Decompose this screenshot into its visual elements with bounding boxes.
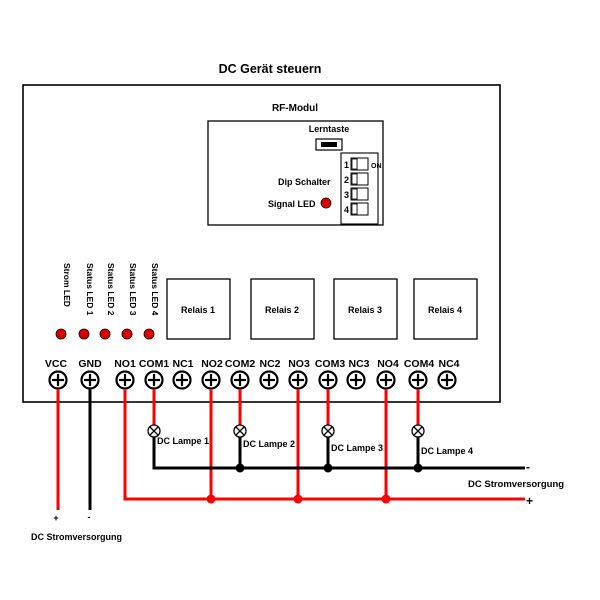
led-label-4: Status LED 3 <box>128 263 138 316</box>
lamp-4 <box>411 424 425 438</box>
relay-label: Relais 4 <box>428 305 462 315</box>
positive-junction-no3 <box>293 494 303 504</box>
led-label-5: Status LED 4 <box>150 263 160 316</box>
signal-led-label: Signal LED <box>268 199 316 209</box>
terminal-com1 <box>144 370 164 390</box>
terminal-label-nc3: NC3 <box>348 358 369 370</box>
lamp-3 <box>321 424 335 438</box>
terminal-no1 <box>115 370 135 390</box>
positive-bus-wire <box>123 389 525 501</box>
terminal-gnd <box>80 370 100 390</box>
status-led-1 <box>78 328 90 340</box>
lamp-label: DC Lampe 2 <box>243 439 295 449</box>
relay-label: Relais 3 <box>348 305 382 315</box>
learn-button <box>315 138 343 151</box>
power-led <box>55 328 67 340</box>
terminal-label-com2: COM2 <box>225 358 255 370</box>
lamp-1 <box>147 424 161 438</box>
power-left-label: DC Stromversorgung <box>31 532 122 542</box>
terminal-nc4 <box>437 370 457 390</box>
terminal-no4 <box>376 370 396 390</box>
dip-switch: 1 2 3 4 <box>340 152 379 225</box>
terminal-com2 <box>230 370 250 390</box>
dip-switch-1: 1 <box>344 157 369 171</box>
dip-switch-number: 2 <box>344 175 349 185</box>
terminal-label-nc4: NC4 <box>438 358 459 370</box>
relay-2: Relais 2 <box>250 278 315 340</box>
terminal-label-vcc: VCC <box>45 358 68 370</box>
terminal-no2 <box>201 370 221 390</box>
terminal-com4 <box>408 370 428 390</box>
power-right-plus: + <box>526 494 533 508</box>
status-led-4 <box>143 328 155 340</box>
rf-module-title: RF-Modul <box>272 103 318 114</box>
dip-switch-2: 2 <box>344 172 369 186</box>
terminal-label-com1: COM1 <box>139 358 169 370</box>
relay-4: Relais 4 <box>413 278 478 340</box>
terminal-label-com3: COM3 <box>315 358 345 370</box>
led-label-1: Strom LED <box>62 263 72 307</box>
dip-switch-label: Dip Schalter <box>278 177 331 187</box>
positive-junction-no2 <box>206 494 216 504</box>
dip-switch-number: 3 <box>344 190 349 200</box>
status-led-2 <box>99 328 111 340</box>
led-label-3: Status LED 2 <box>106 263 116 316</box>
relay-1: Relais 1 <box>166 278 231 340</box>
terminal-nc2 <box>259 370 279 390</box>
terminal-com3 <box>318 370 338 390</box>
terminal-label-com4: COM4 <box>404 358 434 370</box>
terminal-nc1 <box>172 370 192 390</box>
negative-junction-2 <box>235 463 245 473</box>
terminal-label-no3: NO3 <box>288 358 310 370</box>
lamp-2 <box>233 424 247 438</box>
terminal-label-no4: NO4 <box>377 358 399 370</box>
terminal-vcc <box>48 370 68 390</box>
relay-label: Relais 2 <box>265 305 299 315</box>
terminal-no3 <box>288 370 308 390</box>
dip-switch-4: 4 <box>344 202 369 216</box>
dip-switch-number: 4 <box>344 205 349 215</box>
negative-bus-wire <box>152 437 525 470</box>
terminal-nc3 <box>346 370 366 390</box>
lamp-label: DC Lampe 4 <box>421 446 473 456</box>
terminal-label-no1: NO1 <box>114 358 136 370</box>
dip-switch-3: 3 <box>344 187 369 201</box>
power-left-minus: - <box>88 512 91 522</box>
signal-led <box>320 197 332 209</box>
power-left-plus: + <box>53 513 58 523</box>
led-label-2: Status LED 1 <box>85 263 95 316</box>
relay-3: Relais 3 <box>333 278 398 340</box>
learn-button-label: Lerntaste <box>309 124 350 134</box>
relay-label: Relais 1 <box>181 305 215 315</box>
power-right-minus: - <box>526 460 530 474</box>
dip-switch-number: 1 <box>344 160 349 170</box>
lamp-label: DC Lampe 1 <box>157 436 209 446</box>
dip-on-label: ON <box>371 163 382 170</box>
terminal-label-nc2: NC2 <box>259 358 280 370</box>
terminal-label-gnd: GND <box>78 358 102 370</box>
diagram-title: DC Gerät steuern <box>219 62 322 76</box>
power-right-label: DC Stromversorgung <box>468 479 564 490</box>
terminal-label-no2: NO2 <box>201 358 223 370</box>
negative-junction-3 <box>323 463 333 473</box>
lamp-label: DC Lampe 3 <box>331 443 383 453</box>
positive-junction-no4 <box>381 494 391 504</box>
status-led-3 <box>121 328 133 340</box>
negative-junction-4 <box>413 463 423 473</box>
terminal-label-nc1: NC1 <box>172 358 193 370</box>
